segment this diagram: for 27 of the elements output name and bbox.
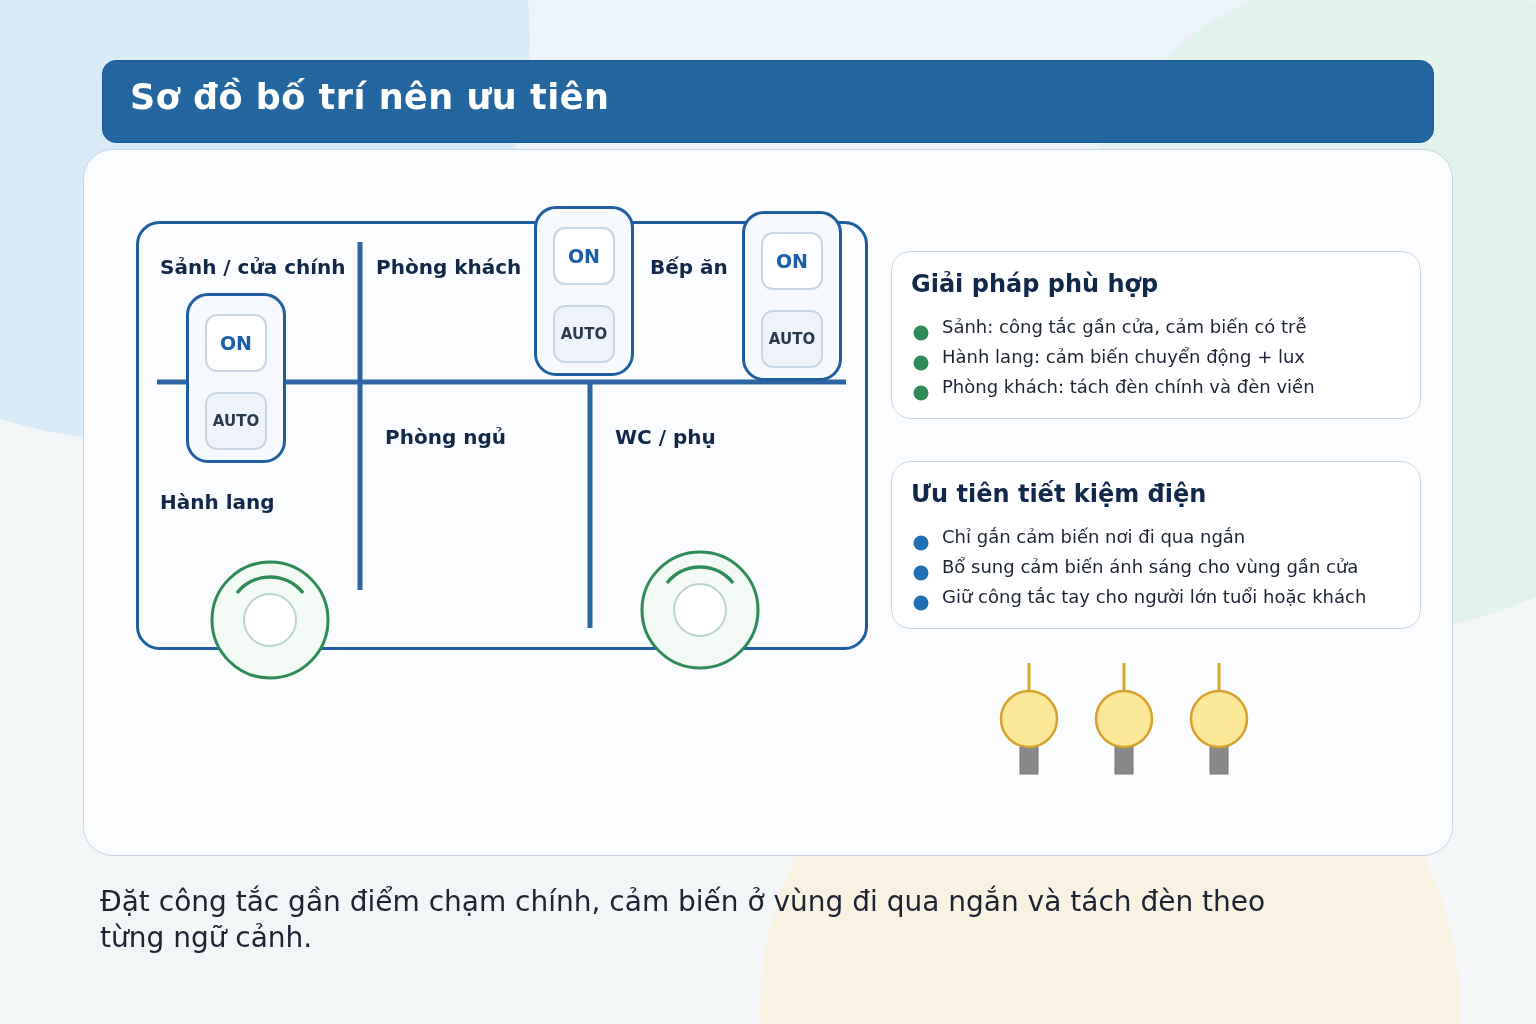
room-label: Bếp ăn [650, 255, 728, 279]
switch-panel [534, 206, 634, 376]
info-card [891, 461, 1421, 629]
bullet-text: Chỉ gắn cảm biến nơi đi qua ngắn [942, 526, 1246, 547]
title-banner: Sơ đồ bố trí nên ưu tiên [102, 60, 1434, 143]
switch-panel [742, 211, 842, 381]
bullet-text: Bổ sung cảm biến ánh sáng cho vùng gần cửa [942, 556, 1359, 577]
switch-key: AUTO [553, 305, 615, 363]
bullet-text: Sảnh: công tắc gần cửa, cảm biến có trễ [942, 316, 1307, 337]
switch-key: AUTO [205, 392, 267, 450]
room-label: Sảnh / cửa chính [160, 255, 346, 279]
bullet-text: Giữ công tắc tay cho người lớn tuổi hoặc khách [942, 586, 1367, 607]
room-label: Hành lang [160, 490, 275, 514]
bullet-text: Phòng khách: tách đèn chính và đèn viền [942, 376, 1315, 397]
info-card [891, 251, 1421, 419]
bullet-text: Hành lang: cảm biến chuyển động + lux [942, 346, 1305, 367]
switch-key: ON [553, 227, 615, 285]
room-label: Phòng khách [376, 255, 522, 279]
card-heading: Ưu tiên tiết kiệm điện [911, 480, 1207, 508]
card-heading: Giải pháp phù hợp [911, 270, 1159, 298]
room-label: WC / phụ [615, 425, 716, 449]
room-label: Phòng ngủ [385, 425, 506, 449]
switch-key: AUTO [761, 310, 823, 368]
switch-key: ON [761, 232, 823, 290]
caption-text: Đặt công tắc gần điểm chạm chính, cảm biến ở vùng đi qua ngắn và tách đèn theo từng ngữ cảnh. [100, 884, 1267, 956]
switch-panel [186, 293, 286, 463]
switch-key: ON [205, 314, 267, 372]
